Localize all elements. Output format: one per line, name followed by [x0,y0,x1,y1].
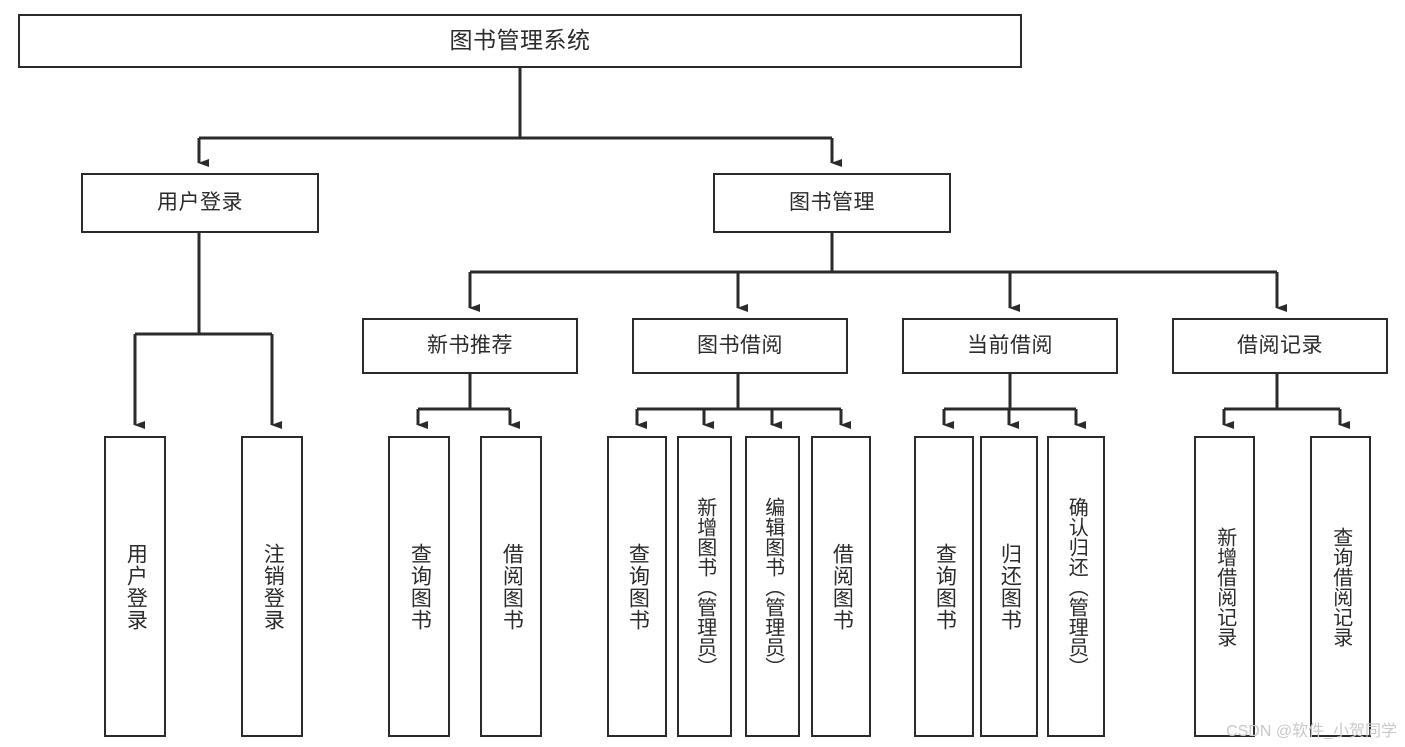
node-leaf-add-book-admin[interactable]: 新增图书（管理员） [677,436,732,737]
node-label: 查询图书 [933,542,957,631]
node-label: 新增借阅记录 [1213,526,1236,647]
node-label: 注销登录 [261,542,285,631]
node-label: 用户登录 [124,542,148,631]
node-book-management[interactable]: 图书管理 [713,173,951,233]
node-label: 查询图书 [408,542,432,631]
node-leaf-add-borrow-record[interactable]: 新增借阅记录 [1194,436,1255,737]
node-root-library-system[interactable]: 图书管理系统 [18,14,1022,68]
node-label: 新增图书（管理员） [693,496,716,677]
node-label: 查询借阅记录 [1329,526,1352,647]
node-current-borrow[interactable]: 当前借阅 [902,318,1118,374]
node-borrow-record[interactable]: 借阅记录 [1172,318,1388,374]
node-leaf-return-book[interactable]: 归还图书 [980,436,1038,737]
node-user-login[interactable]: 用户登录 [81,173,319,233]
node-leaf-query-borrow-record[interactable]: 查询借阅记录 [1310,436,1371,737]
node-label: 当前借阅 [967,334,1053,358]
node-label: 用户登录 [157,191,243,215]
node-label: 确认归还（管理员） [1065,496,1088,677]
node-label: 编辑图书（管理员） [761,496,784,677]
node-leaf-user-login[interactable]: 用户登录 [104,436,166,737]
node-label: 新书推荐 [427,334,513,358]
node-label: 归还图书 [998,542,1022,631]
node-leaf-edit-book-admin[interactable]: 编辑图书（管理员） [745,436,800,737]
node-label: 借阅图书 [500,542,524,631]
node-new-book-recommend[interactable]: 新书推荐 [362,318,578,374]
node-label: 图书管理系统 [449,27,591,54]
node-leaf-query-book-current[interactable]: 查询图书 [914,436,974,737]
node-leaf-borrow-book-recommend[interactable]: 借阅图书 [480,436,542,737]
node-leaf-query-book-borrow[interactable]: 查询图书 [607,436,667,737]
node-leaf-logout[interactable]: 注销登录 [241,436,303,737]
node-label: 借阅图书 [830,542,854,631]
node-book-borrow[interactable]: 图书借阅 [632,318,848,374]
node-label: 图书借阅 [697,334,783,358]
csdn-watermark: CSDN @软件_小贺同学 [1226,723,1397,740]
node-leaf-confirm-return-admin[interactable]: 确认归还（管理员） [1047,436,1105,737]
node-label: 图书管理 [789,191,875,215]
node-label: 借阅记录 [1237,334,1323,358]
node-leaf-query-book-recommend[interactable]: 查询图书 [388,436,450,737]
node-label: 查询图书 [626,542,650,631]
node-leaf-borrow-book[interactable]: 借阅图书 [811,436,871,737]
